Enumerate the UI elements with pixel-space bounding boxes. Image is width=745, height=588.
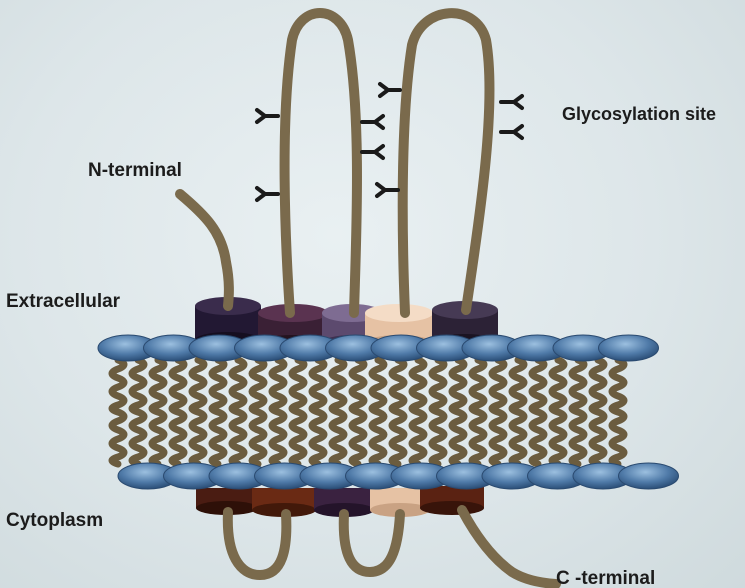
extracellular-loop-2 — [403, 13, 490, 313]
glycosylation-site-icon — [257, 110, 278, 122]
lipid-tail — [592, 412, 604, 464]
extracellular-loop-1 — [285, 13, 357, 313]
lipid-tail — [492, 412, 504, 464]
lipid-tail — [232, 412, 244, 464]
lipid-tail — [412, 412, 424, 464]
glycosylation-site-icon — [257, 188, 278, 200]
lipid-tail — [172, 360, 184, 412]
protein-chain-extracellular — [180, 13, 489, 313]
lipid-tail — [252, 360, 264, 412]
lipid-tail — [372, 360, 384, 412]
lipid-tail — [112, 412, 124, 464]
intracellular-loop-1 — [228, 512, 287, 575]
c-terminal-tail — [462, 510, 556, 584]
glycosylation-site-icon — [501, 96, 522, 108]
lipid-head — [619, 463, 679, 489]
lipid-tail — [372, 412, 384, 464]
lipid-tail — [332, 360, 344, 412]
lipid-tail — [272, 360, 284, 412]
lipid-tail — [252, 412, 264, 464]
lipid-tail — [312, 360, 324, 412]
lipid-tail — [292, 360, 304, 412]
lipid-tail — [352, 412, 364, 464]
lipid-tail — [152, 412, 164, 464]
lipid-tail — [192, 360, 204, 412]
lipid-tail — [592, 360, 604, 412]
lipid-tail — [112, 360, 124, 412]
cytoplasm-label: Cytoplasm — [6, 510, 103, 531]
lipid-tail — [452, 412, 464, 464]
lipid-tail — [532, 412, 544, 464]
extracellular-label: Extracellular — [6, 291, 121, 312]
lipid-tail — [172, 412, 184, 464]
lipid-tail — [232, 360, 244, 412]
lipid-tail — [212, 360, 224, 412]
lipid-tail — [512, 360, 524, 412]
glycosylation-site-icon — [362, 146, 383, 158]
lipid-tail — [272, 412, 284, 464]
lipid-tail — [212, 412, 224, 464]
c-terminal-label: C -terminal — [556, 568, 655, 588]
lipid-tail — [332, 412, 344, 464]
lipid-tail — [312, 412, 324, 464]
lipid-tail — [612, 360, 624, 412]
lipid-tail — [412, 360, 424, 412]
lipid-tail — [292, 412, 304, 464]
lipid-tail — [512, 412, 524, 464]
lipid-tail — [532, 360, 544, 412]
glycosylation-site-icon — [501, 126, 522, 138]
n-terminal-label: N-terminal — [88, 160, 182, 181]
glycosylation-site-icon — [380, 84, 400, 96]
n-terminal-tail — [180, 194, 229, 306]
lipid-tail — [552, 412, 564, 464]
lipid-head — [599, 335, 659, 361]
lipid-tail — [132, 360, 144, 412]
helix-bottom-5 — [420, 486, 484, 515]
lipid-tail — [612, 412, 624, 464]
lipid-tail — [132, 412, 144, 464]
lipid-tail — [472, 360, 484, 412]
protein-chain-intracellular — [228, 510, 556, 584]
lipid-tail — [432, 360, 444, 412]
lipid-tail — [392, 412, 404, 464]
lipid-tail — [432, 412, 444, 464]
glycosylation-site-label: Glycosylation site — [562, 104, 716, 124]
lipid-tails — [112, 360, 624, 464]
lipid-tail — [152, 360, 164, 412]
lipid-tail — [452, 360, 464, 412]
lipid-tail — [492, 360, 504, 412]
lipid-tail — [352, 360, 364, 412]
lipid-tail — [572, 412, 584, 464]
lipid-tail — [472, 412, 484, 464]
lipid-tail — [552, 360, 564, 412]
lipid-tail — [572, 360, 584, 412]
lipid-tail — [192, 412, 204, 464]
glycosylation-site-icon — [377, 184, 398, 196]
glycosylation-site-icon — [362, 116, 383, 128]
lipid-tail — [392, 360, 404, 412]
intracellular-loop-2 — [344, 514, 400, 572]
